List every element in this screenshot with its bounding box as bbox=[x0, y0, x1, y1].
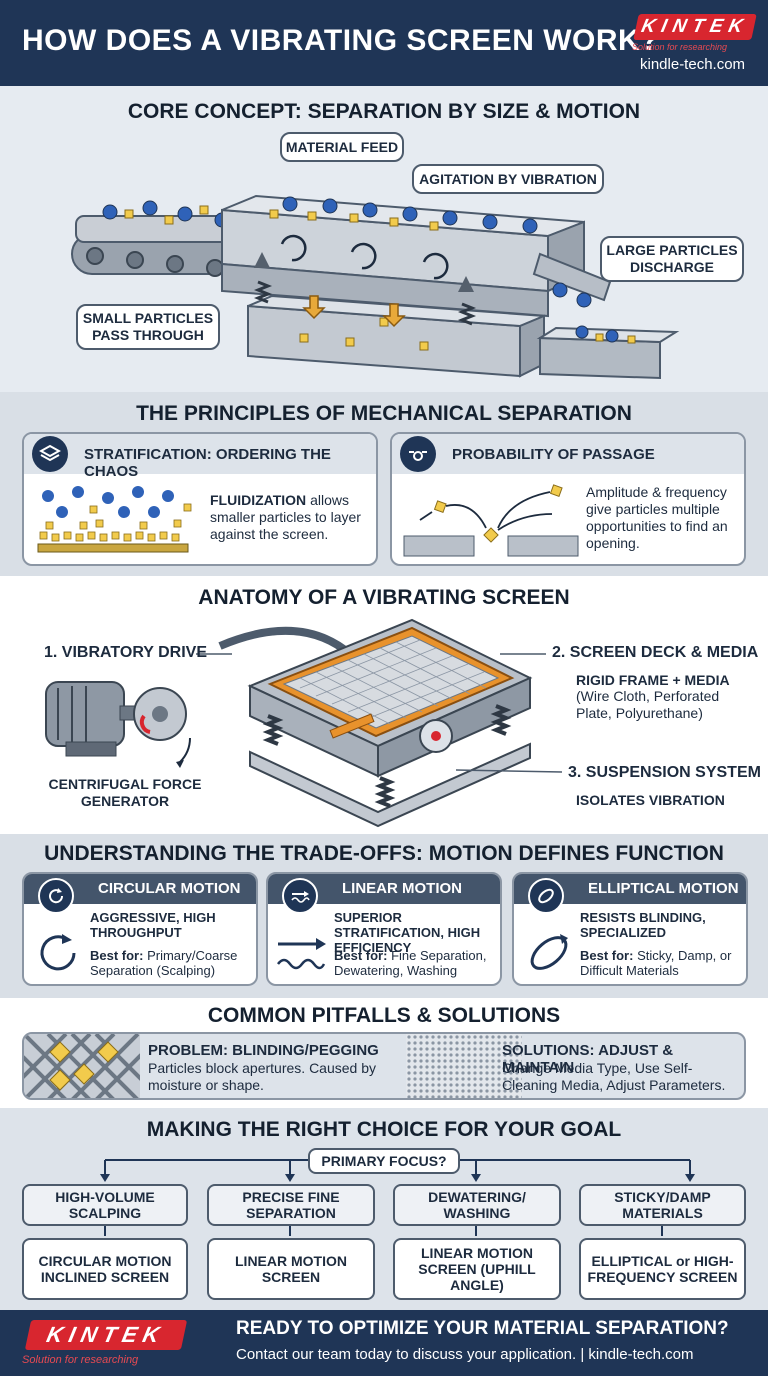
problem-text: Particles block apertures. Caused by moi… bbox=[148, 1060, 376, 1093]
principles-section: THE PRINCIPLES OF MECHANICAL SEPARATION … bbox=[0, 392, 768, 576]
header: HOW DOES A VIBRATING SCREEN WORK? KINTEK… bbox=[0, 0, 768, 86]
circular-motion-desc: AGGRESSIVE, HIGH THROUGHPUT bbox=[90, 910, 216, 940]
elliptical-motion-title: ELLIPTICAL MOTION bbox=[588, 880, 739, 897]
ellipse-arrow-icon bbox=[528, 878, 564, 914]
page-title: HOW DOES A VIBRATING SCREEN WORK? bbox=[22, 24, 660, 57]
screen-deck-label: 2. SCREEN DECK & MEDIA bbox=[552, 644, 759, 661]
blinding-mesh-graphic bbox=[24, 1034, 140, 1098]
footer-cta-title: READY TO OPTIMIZE YOUR MATERIAL SEPARATI… bbox=[236, 1318, 729, 1339]
solution-title: SOLUTIONS: ADJUST & MAINTAIN bbox=[502, 1042, 674, 1076]
pitfalls-card: PROBLEM: BLINDING/PEGGING Particles bloc… bbox=[22, 1032, 746, 1100]
linear-motion-title: LINEAR MOTION bbox=[342, 880, 462, 897]
stratification-illustration bbox=[37, 486, 192, 553]
core-concept-title: CORE CONCEPT: SEPARATION BY SIZE & MOTIO… bbox=[127, 100, 641, 123]
media-types-text: (Wire Cloth, Perforated Plate, Polyureth… bbox=[576, 688, 720, 721]
screen-deck bbox=[247, 618, 533, 828]
circular-motion-best: Best for: Primary/Coarse Separation (Sca… bbox=[90, 948, 238, 978]
self-cleaning-mesh-graphic bbox=[406, 1034, 522, 1098]
footer-contact-link[interactable]: Contact our team today to discuss your a… bbox=[236, 1346, 694, 1363]
suspension-label: 3. SUSPENSION SYSTEM bbox=[568, 764, 761, 781]
elliptical-motion-card: ELLIPTICAL MOTION RESISTS BLINDING, SPEC… bbox=[512, 872, 748, 986]
circular-arrow-icon bbox=[38, 878, 74, 914]
anatomy-springs bbox=[262, 704, 512, 808]
stratification-title: STRATIFICATION: ORDERING THE CHAOS bbox=[84, 446, 331, 480]
circular-motion-card: CIRCULAR MOTION AGGRESSIVE, HIGH THROUGH… bbox=[22, 872, 258, 986]
kintek-logo[interactable]: KINTEK bbox=[633, 14, 757, 40]
screen-particles bbox=[269, 196, 592, 351]
header-url[interactable]: kindle-tech.com bbox=[640, 56, 746, 73]
anatomy-section: ANATOMY OF A VIBRATING SCREEN bbox=[0, 576, 768, 834]
discharge-bin bbox=[536, 325, 680, 380]
logo-tagline: Solution for researching bbox=[632, 42, 728, 52]
feed-particles bbox=[102, 200, 282, 265]
centrifugal-force-label: CENTRIFUGAL FORCE GENERATOR bbox=[48, 776, 202, 809]
linear-motion-desc: SUPERIOR STRATIFICATION, HIGH EFFICIENCY bbox=[334, 910, 481, 955]
goal-sticky-damp-materials[interactable]: STICKY/DAMP MATERIALS bbox=[579, 1184, 746, 1226]
large-particles-callout: LARGE PARTICLES DISCHARGE bbox=[600, 236, 744, 282]
vibratory-drive-label: 1. VIBRATORY DRIVE bbox=[44, 644, 207, 661]
choice-title: MAKING THE RIGHT CHOICE FOR YOUR GOAL bbox=[146, 1118, 622, 1141]
particle-pass-icon bbox=[400, 436, 436, 472]
elliptical-motion-desc: RESISTS BLINDING, SPECIALIZED bbox=[580, 910, 706, 940]
linear-motion-card: LINEAR MOTION SUPERIOR STRATIFICATION, H… bbox=[266, 872, 502, 986]
probability-text: Amplitude & frequency give particles mul… bbox=[586, 484, 728, 551]
answer-linear-uphill: LINEAR MOTION SCREEN (UPHILL ANGLE) bbox=[393, 1238, 561, 1300]
solution-text: Change Media Type, Use Self-Cleaning Med… bbox=[502, 1060, 726, 1093]
answer-linear: LINEAR MOTION SCREEN bbox=[207, 1238, 375, 1300]
vibratory-motor bbox=[45, 681, 191, 768]
goal-precise-fine-separation[interactable]: PRECISE FINE SEPARATION bbox=[207, 1184, 375, 1226]
problem-title: PROBLEM: BLINDING/PEGGING bbox=[148, 1042, 379, 1059]
footer: KINTEK Solution for researching READY TO… bbox=[0, 1310, 768, 1376]
agitation-arrows bbox=[280, 234, 449, 280]
pass-through-arrows bbox=[302, 295, 406, 328]
tradeoffs-title: UNDERSTANDING THE TRADE-OFFS: MOTION DEF… bbox=[44, 842, 724, 865]
layers-icon bbox=[32, 436, 68, 472]
stratification-card: STRATIFICATION: ORDERING THE CHAOS FLUID… bbox=[22, 432, 378, 566]
anatomy-title: ANATOMY OF A VIBRATING SCREEN bbox=[198, 586, 570, 609]
agitation-callout: AGITATION BY VIBRATION bbox=[412, 164, 604, 194]
probability-title: PROBABILITY OF PASSAGE bbox=[452, 446, 655, 463]
screen-process-illustration bbox=[71, 194, 680, 380]
pitfalls-title: COMMON PITFALLS & SOLUTIONS bbox=[207, 1004, 561, 1027]
probability-card: PROBABILITY OF PASSAGE Amplitude & frequ… bbox=[390, 432, 746, 566]
isolates-vibration-label: ISOLATES VIBRATION bbox=[576, 792, 725, 808]
primary-focus-box: PRIMARY FOCUS? bbox=[308, 1148, 460, 1174]
small-particles-callout: SMALL PARTICLES PASS THROUGH bbox=[76, 304, 220, 350]
stratification-text: FLUIDIZATION allows smaller particles to… bbox=[210, 492, 361, 542]
circular-motion-title: CIRCULAR MOTION bbox=[98, 880, 241, 897]
elliptical-motion-graphic bbox=[530, 934, 568, 970]
footer-kintek-logo[interactable]: KINTEK bbox=[24, 1320, 188, 1350]
goal-dewatering-washing[interactable]: DEWATERING/ WASHING bbox=[393, 1184, 561, 1226]
goal-high-volume-scalping[interactable]: HIGH-VOLUME SCALPING bbox=[22, 1184, 188, 1226]
linear-wave-icon bbox=[282, 878, 318, 914]
pitfalls-section: COMMON PITFALLS & SOLUTIONS PROBLEM: BLI… bbox=[0, 998, 768, 1108]
rigid-frame-label: RIGID FRAME + MEDIA bbox=[576, 672, 730, 688]
footer-logo-tagline: Solution for researching bbox=[22, 1354, 139, 1366]
principles-title: THE PRINCIPLES OF MECHANICAL SEPARATION bbox=[136, 402, 632, 425]
anatomy-illustration bbox=[45, 618, 563, 828]
linear-motion-best: Best for: Fine Separation, Dewatering, W… bbox=[334, 948, 487, 978]
core-concept-section: CORE CONCEPT: SEPARATION BY SIZE & MOTIO… bbox=[0, 86, 768, 392]
linear-motion-graphic bbox=[277, 938, 326, 970]
elliptical-motion-best: Best for: Sticky, Damp, or Difficult Mat… bbox=[580, 948, 732, 978]
choice-section: MAKING THE RIGHT CHOICE FOR YOUR GOAL PR… bbox=[0, 1108, 768, 1310]
fluidization-term: FLUIDIZATION bbox=[210, 492, 307, 508]
circular-motion-graphic bbox=[40, 934, 76, 971]
answer-elliptical-high-frequency: ELLIPTICAL or HIGH-FREQUENCY SCREEN bbox=[579, 1238, 746, 1300]
anatomy-leader-lines bbox=[196, 653, 563, 773]
drive-pointer-arrow bbox=[218, 626, 353, 658]
probability-illustration bbox=[403, 484, 579, 557]
answer-circular-inclined: CIRCULAR MOTION INCLINED SCREEN bbox=[22, 1238, 188, 1300]
material-feed-callout: MATERIAL FEED bbox=[280, 132, 404, 162]
screen-springs bbox=[253, 252, 477, 326]
